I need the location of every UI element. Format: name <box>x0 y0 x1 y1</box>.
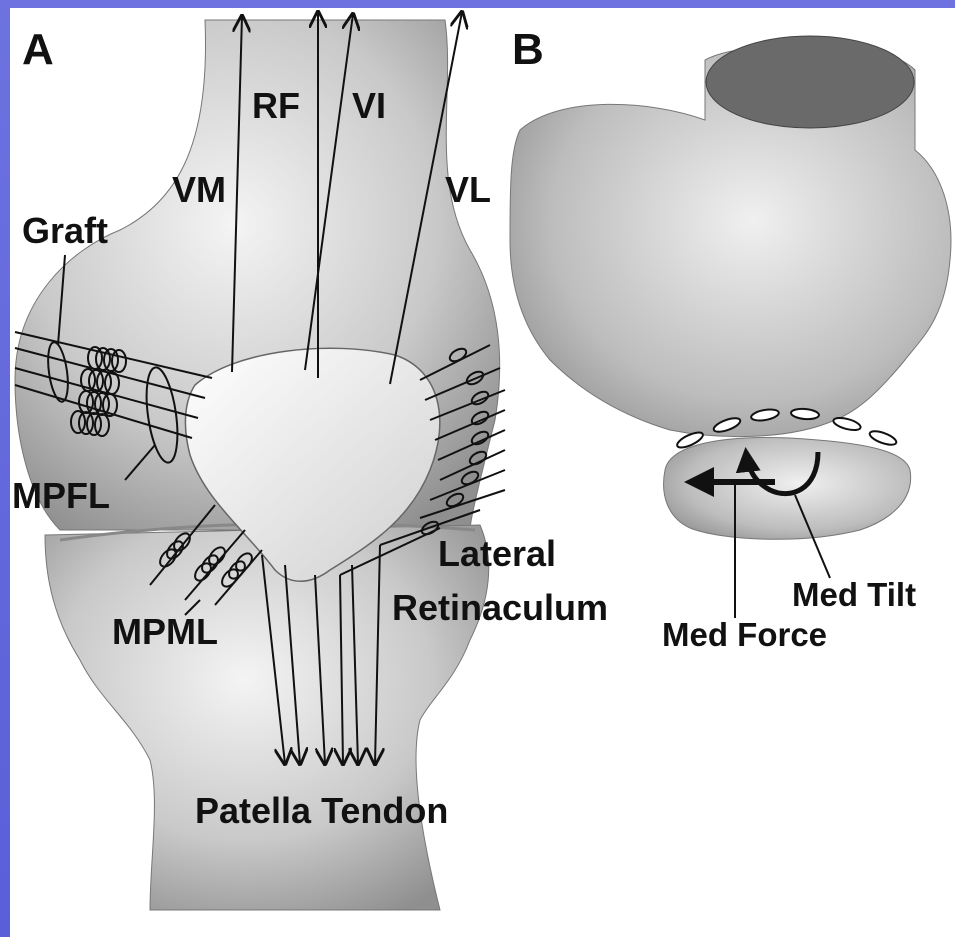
femur-b <box>510 36 951 437</box>
panel-a-letter: A <box>22 28 54 72</box>
label-vl: VL <box>445 172 491 208</box>
label-patella-tendon: Patella Tendon <box>195 793 448 829</box>
label-lateral: Lateral <box>438 536 556 572</box>
label-rf: RF <box>252 88 300 124</box>
label-med-force: Med Force <box>662 618 827 651</box>
panel-b-letter: B <box>512 28 544 72</box>
patella-b <box>664 437 911 539</box>
label-vi: VI <box>352 88 386 124</box>
label-vm: VM <box>172 172 226 208</box>
label-mpml: MPML <box>112 614 218 650</box>
tibia-a <box>45 523 489 910</box>
label-mpfl: MPFL <box>12 478 110 514</box>
label-retinaculum: Retinaculum <box>392 590 608 626</box>
label-graft: Graft <box>22 213 108 249</box>
label-med-tilt: Med Tilt <box>792 578 916 611</box>
